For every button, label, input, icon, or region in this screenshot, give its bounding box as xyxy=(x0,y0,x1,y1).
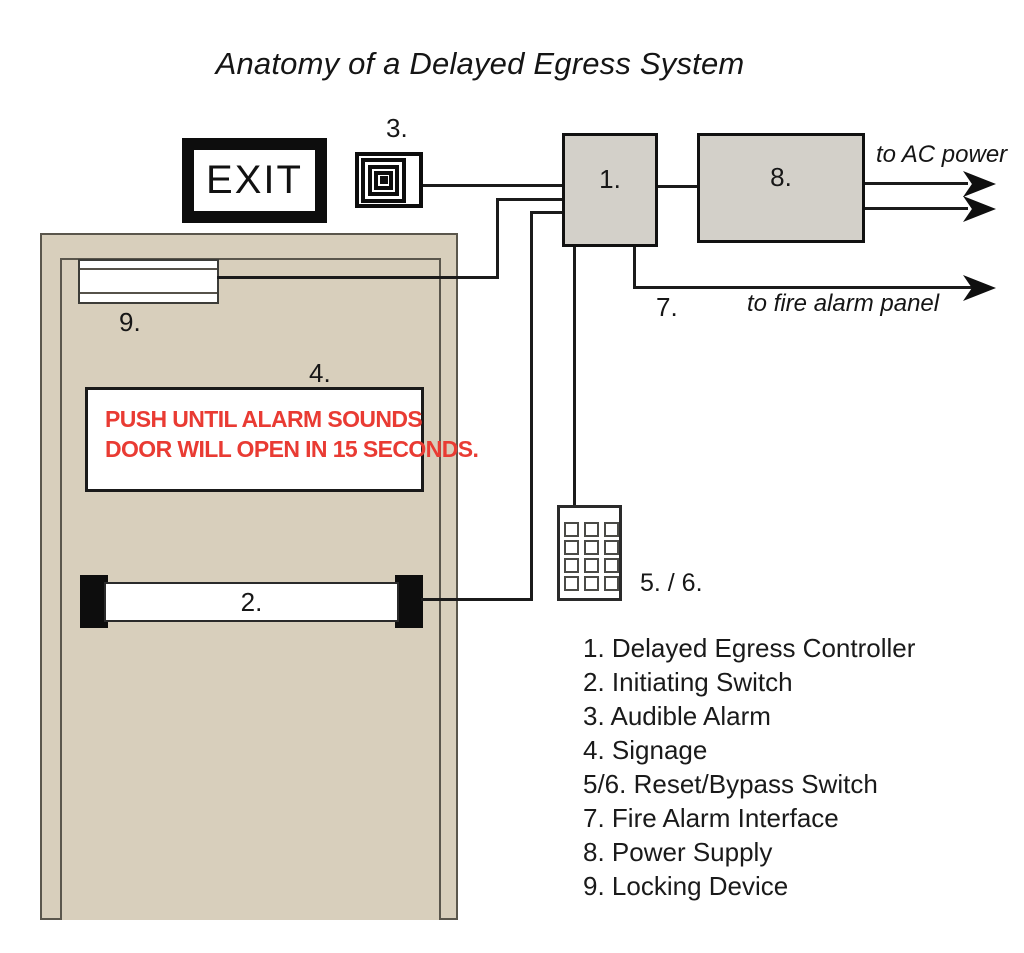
legend: 1. Delayed Egress Controller 2. Initiati… xyxy=(583,631,1003,903)
wire-lock-vertical xyxy=(496,198,499,279)
wire-controller-to-power-supply xyxy=(658,185,697,188)
locking-device-detail-line xyxy=(80,268,217,270)
alarm-ring-middle xyxy=(368,164,399,196)
legend-item-locking-device: 9. Locking Device xyxy=(583,871,789,901)
legend-item-audible-alarm: 3. Audible Alarm xyxy=(583,701,771,731)
keypad-key xyxy=(604,522,619,537)
exit-sign: EXIT xyxy=(182,138,327,223)
to-ac-power-annotation: to AC power xyxy=(876,141,1008,168)
legend-item-reset-bypass: 5/6. Reset/Bypass Switch xyxy=(583,769,878,799)
initiating-switch-push-bar: 2. xyxy=(104,582,399,622)
wire-lock-horizontal xyxy=(217,276,499,279)
audible-alarm-number-label: 3. xyxy=(386,113,408,143)
signage-number-label: 4. xyxy=(309,358,331,388)
wire-pushbar-to-controller xyxy=(530,211,562,214)
push-bar-end-cap-right xyxy=(395,575,423,628)
legend-item-controller: 1. Delayed Egress Controller xyxy=(583,633,916,663)
wire-alarm-to-controller xyxy=(423,184,562,187)
delayed-egress-controller-box: 1. xyxy=(562,133,658,247)
legend-item-initiating-switch: 2. Initiating Switch xyxy=(583,667,793,697)
power-supply-number-label: 8. xyxy=(770,161,792,192)
keypad-key xyxy=(584,522,599,537)
wire-fire-alarm-horizontal xyxy=(633,286,974,289)
keypad-key xyxy=(584,540,599,555)
reset-bypass-keypad xyxy=(557,505,622,601)
keypad-key xyxy=(604,576,619,591)
keypad-key xyxy=(584,576,599,591)
keypad-key xyxy=(604,558,619,573)
keypad-key xyxy=(564,522,579,537)
alarm-ring-outer xyxy=(361,157,406,203)
wire-pushbar-horizontal xyxy=(421,598,533,601)
reset-bypass-number-label: 5. / 6. xyxy=(640,569,703,597)
fire-alarm-interface-number-label: 7. xyxy=(656,292,678,322)
locking-device-number-label: 9. xyxy=(119,307,141,337)
initiating-switch-number-label: 2. xyxy=(240,586,263,617)
locking-device xyxy=(78,259,219,304)
legend-item-power-supply: 8. Power Supply xyxy=(583,837,773,867)
push-bar-end-cap-left xyxy=(80,575,108,628)
wire-pushbar-vertical xyxy=(530,211,533,601)
signage-placard: PUSH UNTIL ALARM SOUNDS DOOR WILL OPEN I… xyxy=(85,387,479,492)
keypad-key xyxy=(564,576,579,591)
wire-lock-to-controller xyxy=(496,198,562,201)
controller-number-label: 1. xyxy=(599,163,621,194)
wire-ac-power-bottom xyxy=(865,207,968,210)
wire-fire-alarm-vertical xyxy=(633,246,636,289)
power-supply-box: 8. xyxy=(697,133,865,243)
signage-text-line2: DOOR WILL OPEN IN 15 SECONDS. xyxy=(105,436,479,462)
to-fire-alarm-panel-annotation: to fire alarm panel xyxy=(747,290,940,317)
keypad-key xyxy=(564,558,579,573)
alarm-ring-inner xyxy=(374,170,393,190)
signage-text-line1: PUSH UNTIL ALARM SOUNDS xyxy=(105,406,423,432)
wire-controller-to-keypad xyxy=(573,246,576,505)
audible-alarm-icon xyxy=(355,152,423,208)
keypad-key xyxy=(584,558,599,573)
legend-item-signage: 4. Signage xyxy=(583,735,708,765)
page-title: Anatomy of a Delayed Egress System xyxy=(215,46,745,81)
legend-item-fire-alarm-interface: 7. Fire Alarm Interface xyxy=(583,803,839,833)
alarm-ring-core xyxy=(379,176,388,184)
keypad-key xyxy=(604,540,619,555)
wire-ac-power-top xyxy=(865,182,968,185)
locking-device-detail-line xyxy=(80,292,217,294)
keypad-key xyxy=(564,540,579,555)
exit-sign-label: EXIT xyxy=(206,158,303,202)
